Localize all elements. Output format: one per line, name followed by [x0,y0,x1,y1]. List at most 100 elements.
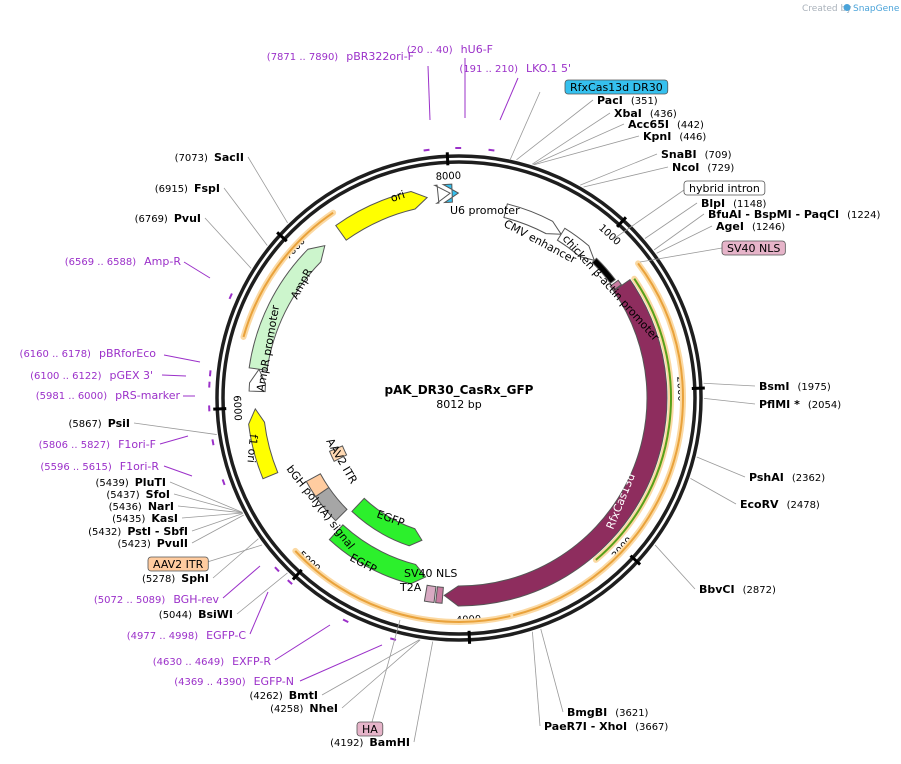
site-name: KpnI [643,130,671,143]
site-pluti[interactable]: PluTI(5439) [95,476,243,513]
primer-egfp-n[interactable]: EGFP-N(4369 .. 4390) [174,637,397,688]
site-bsiwi[interactable]: BsiWI(5044) [159,572,288,621]
site-leader-line [703,397,756,405]
tick-mark [213,407,227,411]
site-kasi[interactable]: KasI(5435) [112,512,243,525]
primer-position: (5596 .. 5615) [40,462,112,473]
box-rfxcas13d-dr30[interactable]: RfxCas13d DR30 [509,79,669,161]
site-fspi[interactable]: FspI(6915) [155,182,268,246]
primer-exfp-r[interactable]: EXFP-R(4630 .. 4649) [153,618,349,668]
tick-mark [445,152,450,166]
box-hybrid-intron[interactable]: hybrid intron [611,180,766,241]
primer-amp-r[interactable]: Amp-R(6569 .. 6588) [65,255,233,300]
site-acc65i[interactable]: Acc65I(442) [533,118,704,165]
site-leader-line [173,493,243,514]
primer-position: (191 .. 210) [459,64,518,75]
primer-pbrforeco[interactable]: pBRforEco(6160 .. 6178) [20,347,212,377]
site-sfoi[interactable]: SfoI(5437) [106,488,243,514]
site-psii[interactable]: PsiI(5867) [68,417,217,435]
site-bfuai[interactable]: BfuAI - BspMI - PaqCI(1224) [653,208,880,251]
site-leader-line [204,217,252,269]
site-psti[interactable]: PstI - SbfI(5432) [88,513,244,538]
site-position: (5436) [109,502,142,513]
site-bmgbi[interactable]: BmgBI(3621) [540,628,649,719]
primer-bar [221,479,226,486]
site-position: (729) [707,163,734,174]
site-blpi[interactable]: BlpI(1148) [644,197,767,239]
site-xbai[interactable]: XbaI(436) [532,107,677,165]
aav2-itr-inner-block [328,445,348,462]
primer-name: pRS-marker [115,389,180,402]
orf-arcs [240,209,686,625]
site-bmti[interactable]: BmtI(4262) [250,639,420,702]
primer-name: EGFP-N [254,675,294,688]
primer-name: hU6-F [461,43,493,56]
site-leader-line [654,544,696,590]
box-sv40-nls-box[interactable]: SV40 NLS [639,240,786,263]
primer-position: (7871 .. 7890) [267,52,339,63]
site-name: PstI - SbfI [127,525,188,538]
tick-mark [276,231,288,243]
primer-f1ori-r[interactable]: F1ori-R(5596 .. 5615) [40,460,226,486]
site-nari[interactable]: NarI (5436) [109,500,243,514]
primer-egfp-c[interactable]: EGFP-C(4977 .. 4998) [127,579,293,642]
site-pshai[interactable]: PshAI(2362) [696,456,825,484]
primer-leader-line [274,624,331,661]
orf-line [294,550,511,623]
primer-f1ori-f[interactable]: F1ori-F(5806 .. 5827) [39,435,215,451]
site-kpni[interactable]: KpnI(446) [533,130,706,166]
site-ncoi[interactable]: NcoI(729) [583,161,735,188]
site-leader-line [341,639,421,709]
site-name: PshAI [749,471,784,484]
site-pfimi[interactable]: PflMI *(2054) [703,397,841,411]
primer-position: (5072 .. 5089) [94,595,166,606]
site-leader-line [247,156,288,224]
site-pvuii[interactable]: PvuII(5423) [117,514,244,550]
primer-pbr322ori-f[interactable]: pBR322ori-F(7871 .. 7890) [267,50,431,152]
site-position: (709) [705,150,732,161]
site-bsmi[interactable]: BsmI(1975) [703,380,831,393]
site-leader-line [690,477,737,505]
site-name: PvuI [174,212,201,225]
site-name: SacII [214,151,244,164]
site-name: SnaBI [661,148,697,161]
site-sacii[interactable]: SacII(7073) [175,151,288,224]
primer-prs-marker[interactable]: pRS-marker(5981 .. 6000) [36,389,211,412]
site-position: (4258) [270,704,303,715]
site-leader-line [703,382,756,387]
site-position: (5278) [142,574,175,585]
site-paci[interactable]: PacI(351) [516,94,658,161]
site-pvui[interactable]: PvuI(6769) [135,212,252,269]
primer-leader-line [222,565,261,599]
site-bamhi[interactable]: BamHI(4192) [330,641,434,749]
site-nhei[interactable]: NheI(4258) [270,639,421,715]
u6-promoter-label: U6 promoter [450,204,520,217]
site-name: BfuAI - BspMI - PaqCI [708,208,839,221]
primer-lko1-5[interactable]: LKO.1 5'(191 .. 210) [459,62,571,152]
site-agei[interactable]: AgeI(1246) [656,220,786,254]
site-bbvci[interactable]: BbvCI(2872) [654,544,776,596]
primer-position: (4977 .. 4998) [127,631,199,642]
box-ha-box[interactable]: HA [356,619,401,737]
site-position: (3667) [635,722,668,733]
site-sphi[interactable]: SphI (5278) [142,538,259,585]
site-name: NarI [148,500,174,513]
plasmid-name: pAK_DR30_CasRx_GFP [385,383,534,398]
site-position: (4262) [250,691,283,702]
t2a-block [423,584,437,604]
site-name: SphI [181,572,209,585]
primer-hu6-f[interactable]: hU6-F(20 .. 40) [407,43,493,150]
site-leader-line [653,213,705,251]
site-name: EcoRV [740,498,779,511]
site-ecorv[interactable]: EcoRV (2478) [690,477,820,511]
site-name: BlpI [701,197,725,210]
site-paer7i[interactable]: PaeR7I - XhoI(3667) [531,631,668,733]
site-snabi[interactable]: SnaBI (709) [580,148,732,186]
chicken-actin-promoter-arrow [556,227,596,262]
site-position: (2478) [787,500,820,511]
primer-bgh-rev[interactable]: BGH-rev(5072 .. 5089) [94,565,280,606]
box-aav2-itr-box[interactable]: AAV2 ITR [147,544,263,572]
primer-pgex-3[interactable]: pGEX 3'(6100 .. 6122) [30,369,211,388]
credit-brand: SnapGene [853,4,900,14]
